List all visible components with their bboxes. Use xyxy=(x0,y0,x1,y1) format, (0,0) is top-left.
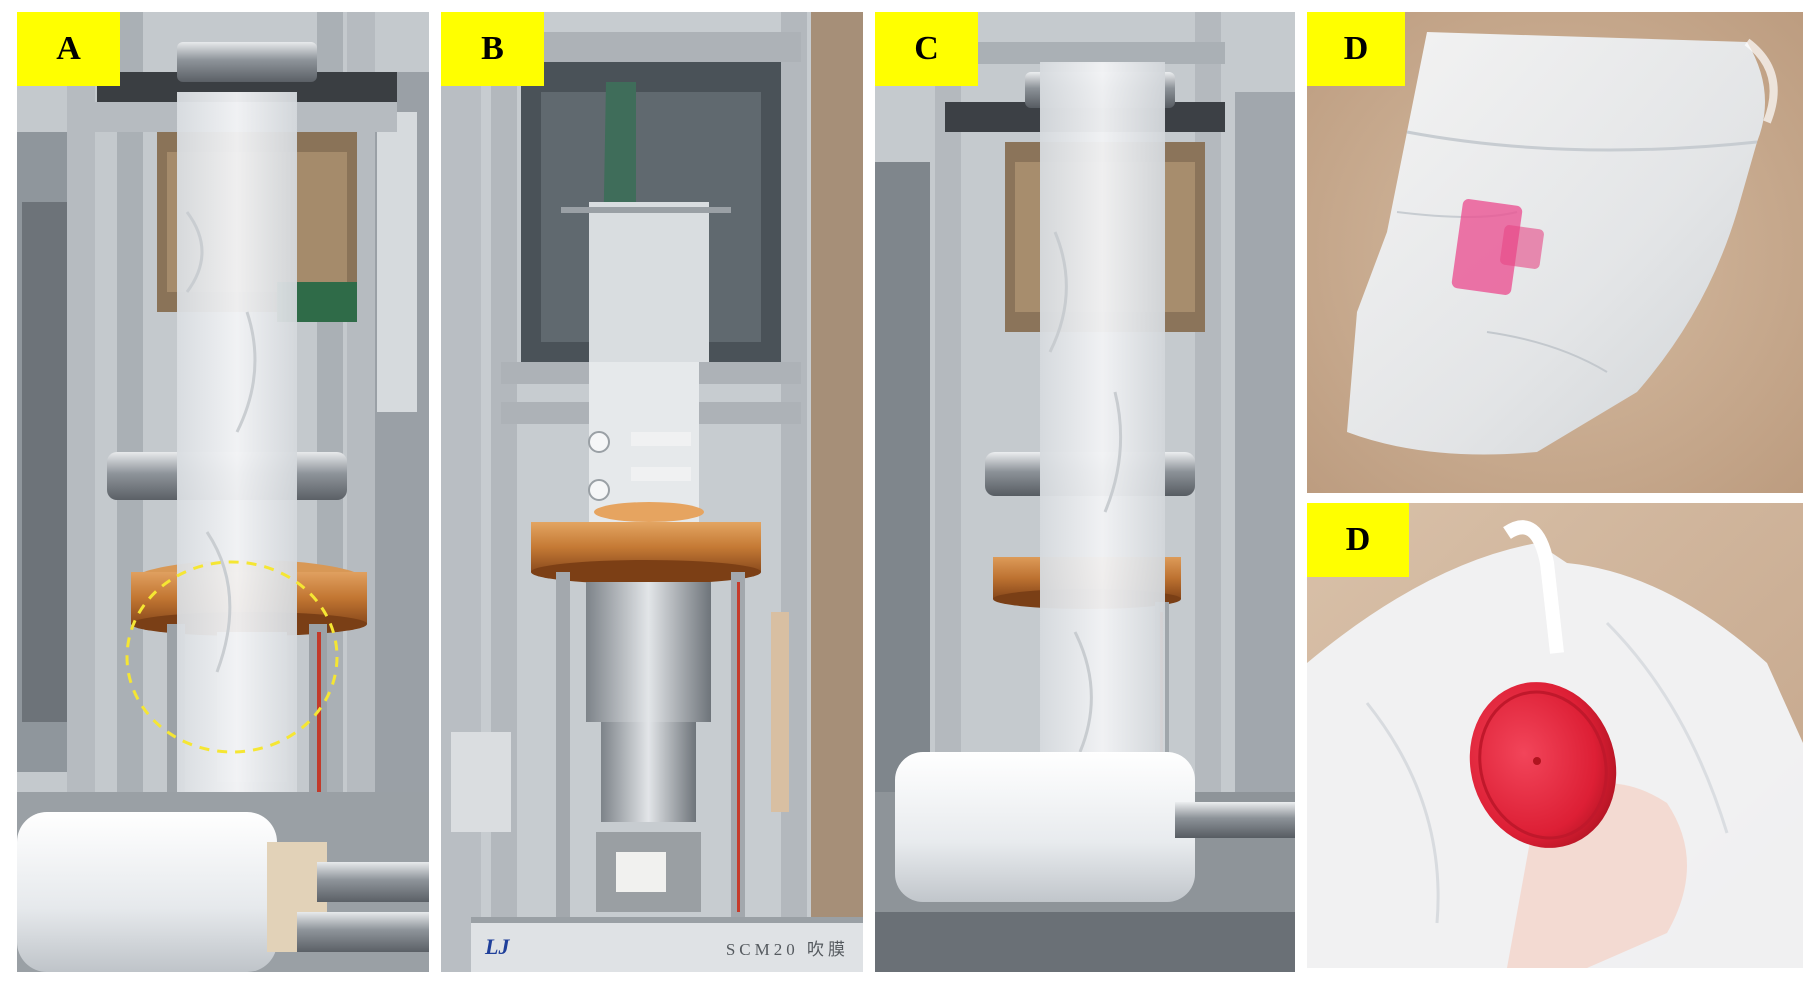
panel-c-label: C xyxy=(875,12,978,86)
panel-d-bag-with-pink-object: D xyxy=(1307,12,1803,493)
panel-c-photo xyxy=(875,12,1295,972)
panel-b-label: B xyxy=(441,12,544,86)
panel-a-label: A xyxy=(17,12,120,86)
machine-model-text: SCM20 吹膜 xyxy=(725,939,849,959)
manufacturer-logo: LJ xyxy=(485,934,510,959)
panel-d-top-photo xyxy=(1307,12,1803,493)
panel-c-blown-film-machine: C xyxy=(875,12,1295,972)
panel-a-photo xyxy=(17,12,429,972)
panel-b-blown-film-machine: LJ SCM20 吹膜 B xyxy=(441,12,863,972)
panel-d-top-label: D xyxy=(1307,12,1405,86)
panel-d-bottom-photo xyxy=(1307,503,1803,968)
panel-d-bag-with-red-cap: D xyxy=(1307,503,1803,968)
panel-d-bottom-label: D xyxy=(1307,503,1409,577)
panel-a-blown-film-machine: A xyxy=(17,12,429,972)
panel-b-photo xyxy=(441,12,863,972)
machine-plate: LJ SCM20 吹膜 xyxy=(471,927,863,967)
